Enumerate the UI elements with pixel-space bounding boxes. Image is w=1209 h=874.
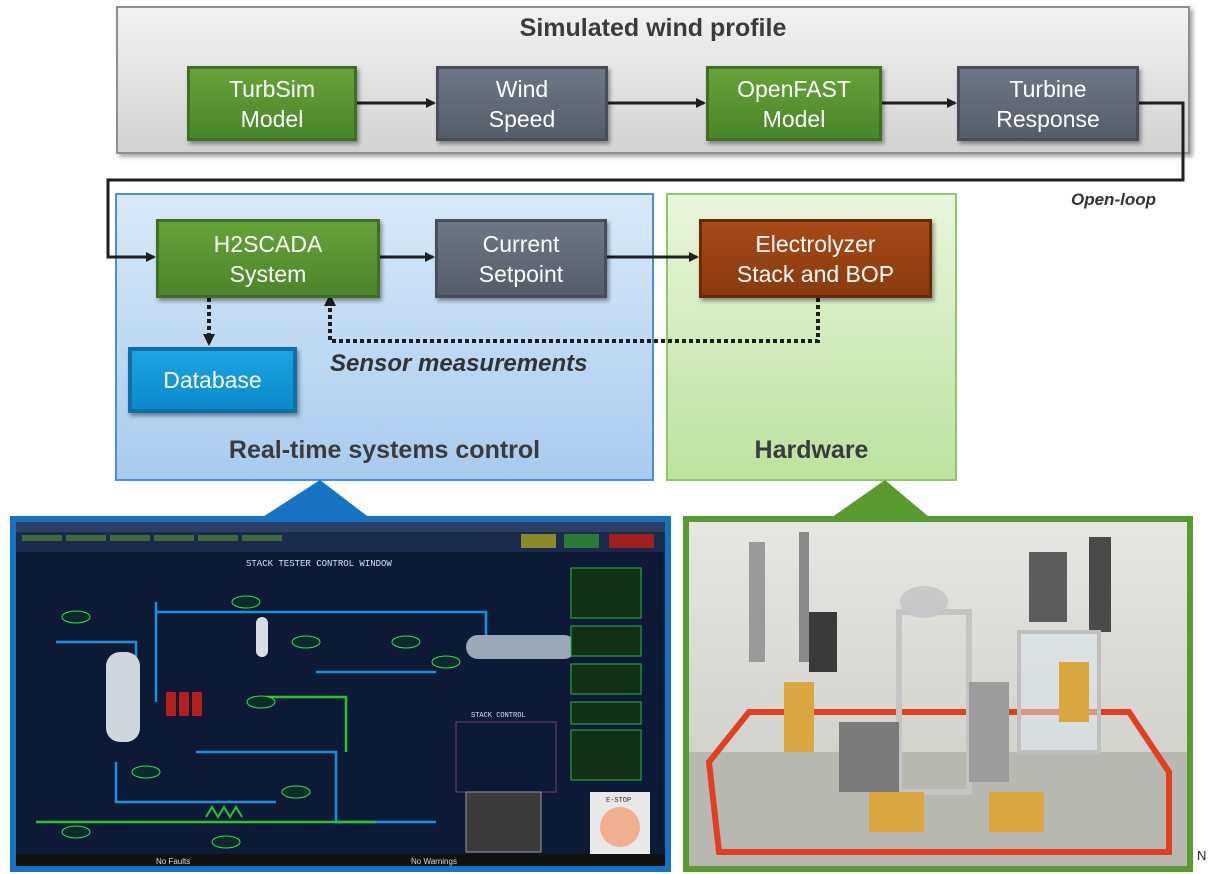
open-loop-arrow — [106, 101, 1185, 262]
scada-status-warnings: No Warnings — [411, 857, 457, 866]
scada-estop-label: E-STOP — [606, 797, 631, 805]
scada-stack-control-label: STACK CONTROL — [471, 712, 526, 720]
hardware-title: Hardware — [754, 436, 869, 464]
sensor-measurements-label: Sensor measurements — [330, 350, 588, 377]
scada-window-title: STACK TESTER CONTROL WINDOW — [246, 559, 392, 569]
real-time-control-title: Real-time systems control — [228, 436, 541, 464]
open-loop-label: Open-loop — [1071, 190, 1156, 209]
simulated-wind-profile-title: Simulated wind profile — [519, 14, 787, 42]
sensor-feedback-arrow — [324, 294, 820, 343]
corner-mark: N — [1197, 848, 1207, 863]
callout-green — [825, 480, 935, 522]
callout-blue — [255, 480, 375, 522]
scada-status-faults: No Faults — [156, 857, 190, 866]
scada-screen-graphic: STACK TESTER CONTROL WINDOW — [16, 522, 665, 866]
scada-screenshot: STACK TESTER CONTROL WINDOW — [10, 516, 671, 872]
hardware-photo-graphic — [689, 522, 1187, 866]
hardware-photo — [683, 516, 1193, 872]
database-block: Database — [128, 347, 297, 413]
